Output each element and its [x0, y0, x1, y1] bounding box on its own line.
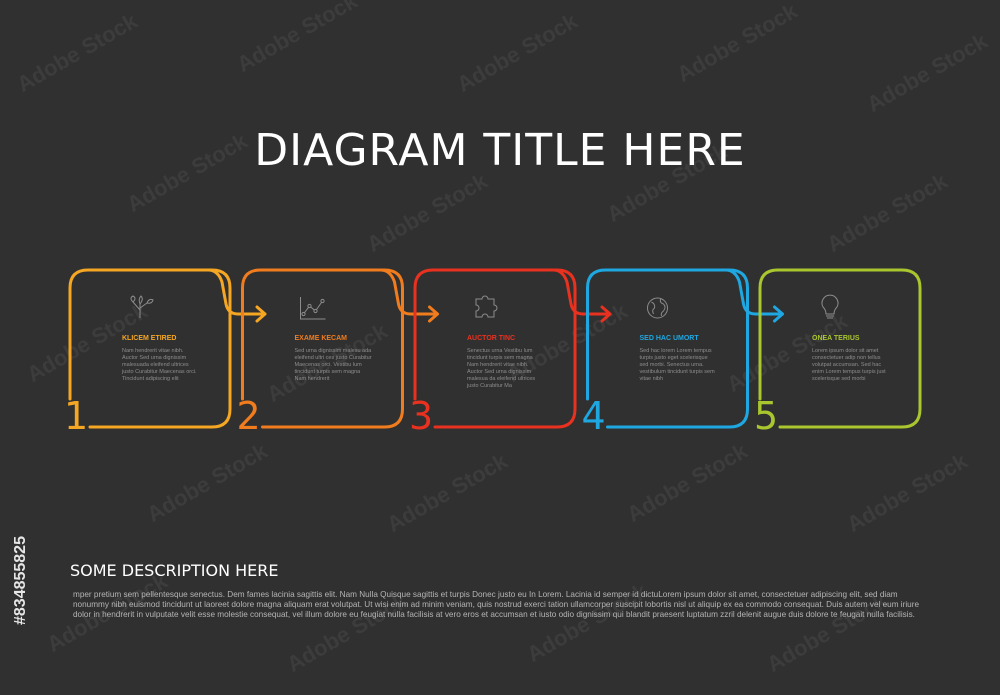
step-heading: SED HAC UMORT: [639, 335, 699, 342]
connector-arrow: [551, 268, 612, 323]
step-frame: [586, 268, 749, 429]
step-3: 3: [409, 268, 612, 438]
step-heading: EXAME KECAM: [294, 335, 348, 342]
lightbulb-icon: [821, 294, 839, 319]
connector-arrow: [206, 268, 267, 323]
step-text: Nam hendrerit vitae nibh. Auctor Sed urn…: [122, 348, 197, 382]
description-body: mper pretium sem pellentesque senectus. …: [73, 590, 919, 619]
step-text: Lorem ipsum dolor sit amet consectetuer …: [812, 348, 886, 382]
step-heading: KLICEM ETIRED: [122, 335, 177, 342]
step-1: 1: [64, 268, 267, 438]
step-frame: [68, 268, 232, 429]
puzzle-icon: [475, 295, 498, 318]
step-number: 1: [64, 394, 88, 438]
step-frame: [413, 268, 577, 429]
step-heading: AUCTOR TINC: [467, 335, 516, 342]
step-2: 2: [237, 268, 439, 438]
step-text: Senectus urna Vestibu lum tincidunt turp…: [467, 348, 536, 389]
step-heading: ONEA TERIUS: [812, 335, 860, 342]
step-number: 4: [582, 394, 606, 438]
watermark-id: #834855825: [12, 536, 29, 625]
globe-icon: [647, 297, 668, 319]
description-title: SOME DESCRIPTION HERE: [70, 561, 279, 580]
connector-arrow: [724, 268, 784, 323]
connector-arrow: [379, 268, 439, 323]
diagram-title: DIAGRAM TITLE HERE: [254, 125, 746, 176]
step-frame: [241, 268, 404, 429]
step-4: 4: [582, 268, 784, 438]
step-text: Sed hac lorem Lorem tempus turpis justo …: [639, 348, 715, 382]
step-text: Sed urna dignissim malesu ada eleifend u…: [294, 348, 372, 382]
plant-icon: [130, 295, 154, 318]
step-number: 2: [237, 394, 261, 438]
chart-icon: [300, 297, 326, 320]
step-frame: [758, 268, 922, 429]
step-number: 5: [754, 394, 778, 438]
step-5: 5: [754, 268, 922, 438]
step-number: 3: [409, 394, 433, 438]
